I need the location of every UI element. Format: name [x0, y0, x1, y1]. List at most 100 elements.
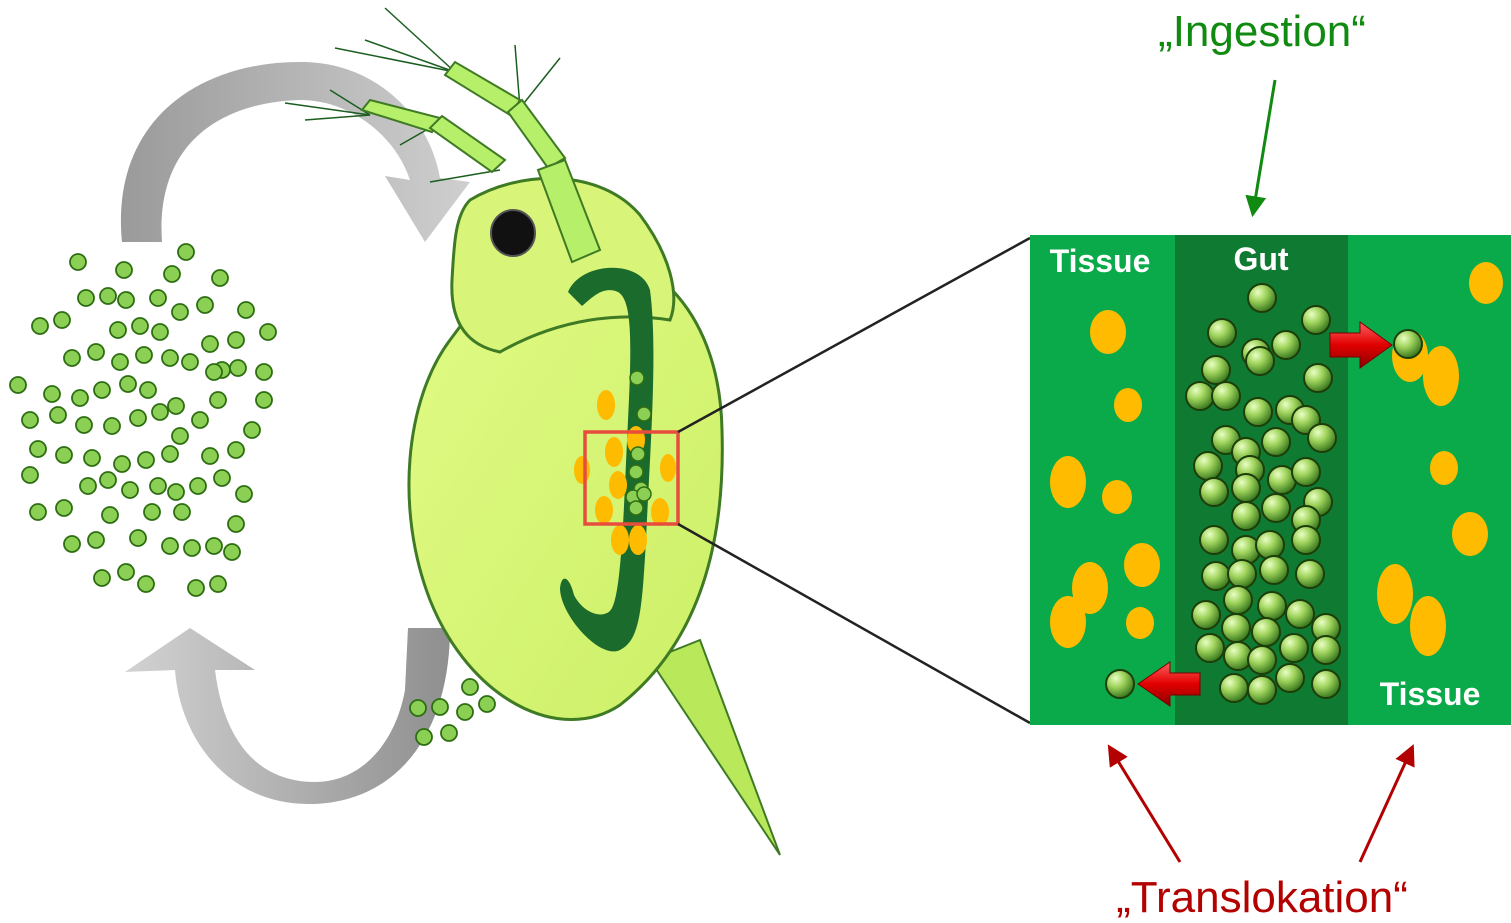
particle — [50, 407, 66, 423]
translocation-arrow-left — [1110, 748, 1180, 862]
particle — [168, 398, 184, 414]
particle — [56, 500, 72, 516]
microplastic-bead — [1200, 478, 1228, 506]
particle — [150, 290, 166, 306]
microplastic-bead — [1208, 319, 1236, 347]
microplastic-bead — [1222, 614, 1250, 642]
microplastic-bead — [1228, 560, 1256, 588]
tissue-left-label: Tissue — [1050, 243, 1151, 279]
particle — [174, 504, 190, 520]
particle — [150, 478, 166, 494]
microplastic-bead — [1258, 592, 1286, 620]
particle — [410, 700, 426, 716]
particle — [228, 516, 244, 532]
lipid-droplet — [660, 454, 676, 482]
microplastic-bead — [1232, 502, 1260, 530]
particle — [197, 297, 213, 313]
particle — [132, 318, 148, 334]
microplastic-bead — [1196, 634, 1224, 662]
particle — [238, 302, 254, 318]
microplastic-bead — [1192, 601, 1220, 629]
microplastic-bead — [1202, 356, 1230, 384]
microplastic-bead — [1286, 600, 1314, 628]
microplastic-bead — [1212, 382, 1240, 410]
particle — [479, 696, 495, 712]
particle — [56, 447, 72, 463]
particle — [44, 386, 60, 402]
particle — [212, 270, 228, 286]
lipid-droplet — [1126, 607, 1154, 639]
particle — [457, 704, 473, 720]
particle — [432, 699, 448, 715]
particle — [130, 530, 146, 546]
lipid-droplet — [611, 525, 629, 555]
particle — [30, 504, 46, 520]
lipid-droplet — [1124, 543, 1160, 587]
lipid-droplet — [1050, 596, 1086, 648]
daphnia — [285, 8, 780, 855]
particle — [637, 487, 651, 501]
microplastic-bead — [1304, 364, 1332, 392]
ingestion-label: „Ingestion“ — [1158, 7, 1366, 56]
tail-spine — [650, 640, 780, 855]
microplastic-bead — [1292, 526, 1320, 554]
particle — [78, 290, 94, 306]
lipid-droplet — [1410, 596, 1446, 656]
microplastic-bead — [1276, 664, 1304, 692]
particle — [114, 456, 130, 472]
lipid-droplet — [1114, 388, 1142, 422]
microplastic-bead — [1194, 452, 1222, 480]
particle-cloud — [10, 244, 276, 596]
particle — [224, 544, 240, 560]
particle — [416, 729, 432, 745]
lipid-droplet — [1452, 512, 1488, 556]
microplastic-bead — [1202, 562, 1230, 590]
particle — [214, 470, 230, 486]
microplastic-bead — [1292, 458, 1320, 486]
particle — [122, 482, 138, 498]
particle — [102, 507, 118, 523]
microplastic-bead — [1302, 306, 1330, 334]
ingestion-arrow — [1253, 80, 1275, 213]
microplastic-bead — [1248, 284, 1276, 312]
zoom-line-bottom — [678, 524, 1030, 723]
particle — [32, 318, 48, 334]
particle — [112, 354, 128, 370]
microplastic-bead — [1248, 676, 1276, 704]
particle — [206, 538, 222, 554]
particle — [206, 364, 222, 380]
particle — [144, 504, 160, 520]
particle — [168, 484, 184, 500]
particle — [120, 376, 136, 392]
particle — [184, 540, 200, 556]
particle — [140, 382, 156, 398]
particle — [104, 418, 120, 434]
cycle-arrow-bottom — [125, 628, 450, 804]
particle — [88, 532, 104, 548]
microplastic-bead — [1262, 494, 1290, 522]
particle — [162, 446, 178, 462]
particle — [84, 450, 100, 466]
microplastic-bead — [1260, 556, 1288, 584]
particle — [637, 407, 651, 421]
particle — [64, 350, 80, 366]
particle — [80, 478, 96, 494]
microplastic-bead — [1272, 331, 1300, 359]
microplastic-bead — [1106, 670, 1134, 698]
lipid-droplet — [1090, 310, 1126, 354]
particle — [228, 332, 244, 348]
particle — [244, 422, 260, 438]
particle — [462, 679, 478, 695]
particle — [631, 447, 645, 461]
microplastic-bead — [1280, 634, 1308, 662]
particle — [178, 244, 194, 260]
tissue-right-label: Tissue — [1380, 676, 1481, 712]
microplastic-bead — [1232, 474, 1260, 502]
microplastic-bead — [1394, 330, 1422, 358]
particle — [100, 472, 116, 488]
particle — [118, 292, 134, 308]
particle — [182, 354, 198, 370]
particle — [152, 324, 168, 340]
microplastic-bead — [1224, 586, 1252, 614]
